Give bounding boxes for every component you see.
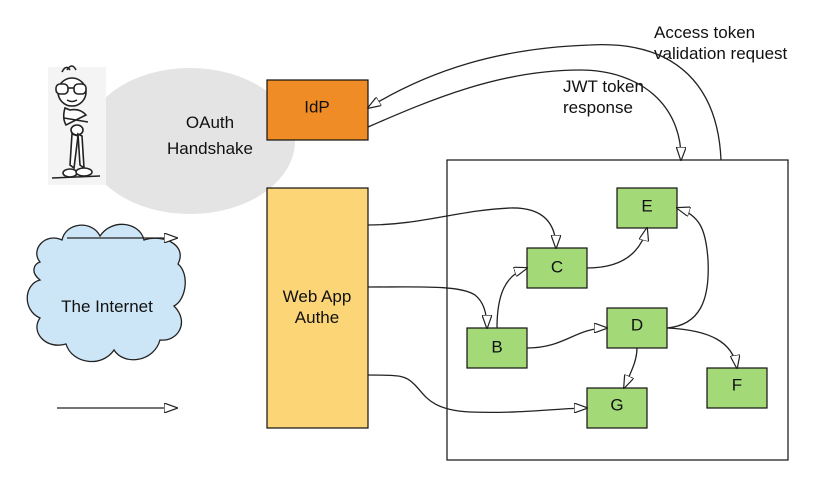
edge-webapp-to-B — [367, 286, 487, 328]
edge-webapp-to-G — [367, 374, 587, 414]
service-node-D[interactable]: D — [606, 307, 668, 349]
services-container — [446, 159, 789, 461]
jwt-annotation-line2: response — [563, 98, 633, 117]
service-node-F[interactable]: F — [706, 367, 768, 409]
service-label-G: G — [610, 395, 623, 414]
jwt-annotation-line1: JWT token — [563, 77, 644, 96]
webapp-label-line2: Authe — [295, 308, 339, 327]
edge-D-to-F — [666, 327, 737, 368]
oauth-handshake-ellipse — [85, 68, 295, 214]
edge-webapp-to-C — [367, 207, 556, 248]
service-label-F: F — [732, 375, 742, 394]
service-label-C: C — [551, 257, 563, 276]
edge-D-to-E — [666, 208, 709, 329]
stick-figure-person-icon — [48, 65, 106, 185]
service-node-G[interactable]: G — [586, 387, 648, 429]
idp-box[interactable] — [266, 79, 369, 141]
edge-D-to-G — [624, 347, 638, 388]
internet-label: The Internet — [61, 297, 153, 316]
oauth-handshake-label-line2: Handshake — [167, 139, 253, 158]
edge-B-to-D — [526, 328, 607, 349]
internet-cloud — [26, 223, 186, 363]
service-node-B[interactable]: B — [466, 327, 528, 369]
webapp-auth-box[interactable] — [266, 187, 369, 429]
service-node-E[interactable]: E — [616, 187, 678, 229]
edge-access-token-validation — [368, 44, 722, 161]
edge-B-to-C — [496, 268, 527, 329]
access-token-annotation-line1: Access token — [654, 23, 755, 42]
service-label-D: D — [631, 315, 643, 334]
service-label-B: B — [491, 337, 502, 356]
service-node-C[interactable]: C — [526, 247, 588, 289]
idp-label: IdP — [304, 97, 330, 116]
edge-C-to-E — [586, 228, 647, 269]
webapp-label-line1: Web App — [283, 287, 352, 306]
edge-jwt-token-response — [367, 69, 681, 160]
oauth-handshake-label-line1: OAuth — [186, 113, 234, 132]
access-token-annotation-line2: validation request — [654, 44, 788, 63]
service-label-E: E — [641, 196, 652, 215]
